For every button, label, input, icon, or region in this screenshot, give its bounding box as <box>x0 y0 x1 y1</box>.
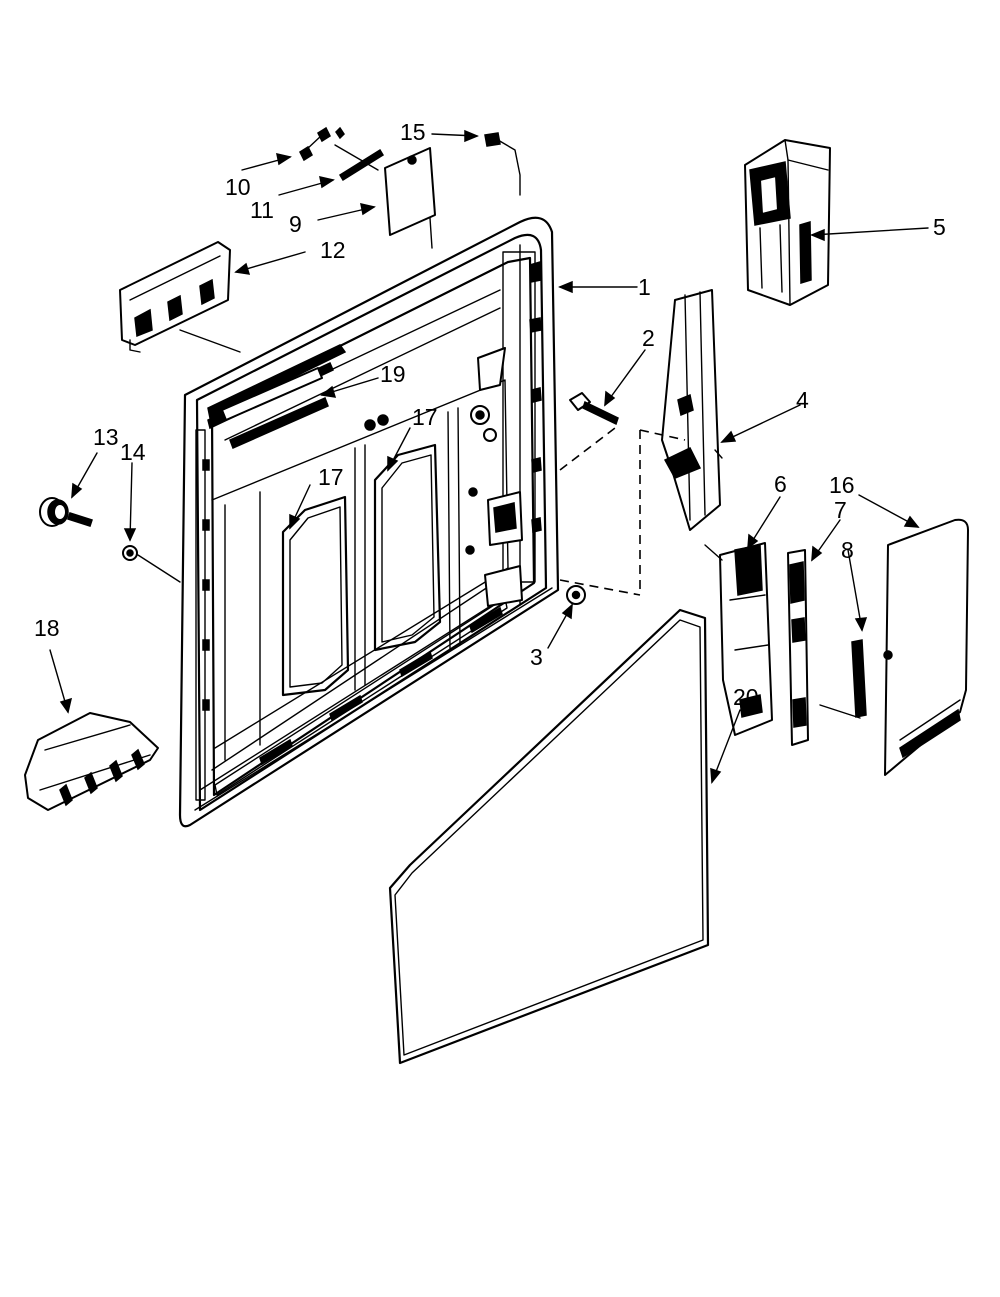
callout-16: 16 <box>829 472 855 498</box>
hinge-spring <box>819 639 867 719</box>
callout-3: 3 <box>530 644 543 670</box>
door-latch <box>559 289 723 596</box>
door-window-left <box>281 495 350 697</box>
outer-door-panel <box>388 608 710 1065</box>
callout-20: 20 <box>733 684 759 710</box>
callout-5: 5 <box>933 214 946 240</box>
callout-1: 1 <box>638 274 651 300</box>
callout-17-right: 17 <box>412 404 438 430</box>
callout-6: 6 <box>774 471 787 497</box>
latch-screw <box>559 392 619 471</box>
inner-door-panel <box>178 216 560 828</box>
callout-12: 12 <box>320 237 346 263</box>
callout-9: 9 <box>289 211 302 237</box>
callout-2: 2 <box>642 325 655 351</box>
nut-3 <box>566 585 586 605</box>
callout-14: 14 <box>120 439 146 465</box>
callout-15: 15 <box>400 119 426 145</box>
door-window-right <box>373 443 442 652</box>
side-trim <box>883 518 969 776</box>
callout-13: 13 <box>93 424 119 450</box>
callout-11: 11 <box>250 197 274 223</box>
callout-7: 7 <box>834 497 847 523</box>
screw-15 <box>484 132 521 196</box>
callout-17-left: 17 <box>318 464 344 490</box>
hinge-bracket <box>704 542 773 736</box>
fastener-group-10-11 <box>299 126 385 182</box>
callout-4: 4 <box>796 387 809 413</box>
leader-lines <box>49 129 929 784</box>
callout-18: 18 <box>34 615 60 641</box>
vent-cover <box>384 147 436 249</box>
top-vent-bracket <box>119 241 241 353</box>
hinge-arm <box>787 549 809 746</box>
washer-14 <box>122 545 181 583</box>
callout-10: 10 <box>225 174 251 200</box>
knob <box>39 497 93 527</box>
latch-housing <box>744 139 831 306</box>
callout-19: 19 <box>380 361 406 387</box>
callout-labels: 1 2 3 4 5 6 7 8 9 10 11 12 13 14 15 16 1… <box>34 119 946 710</box>
door-handle <box>24 712 159 811</box>
callout-8: 8 <box>841 537 854 563</box>
vent-strip <box>221 367 329 450</box>
